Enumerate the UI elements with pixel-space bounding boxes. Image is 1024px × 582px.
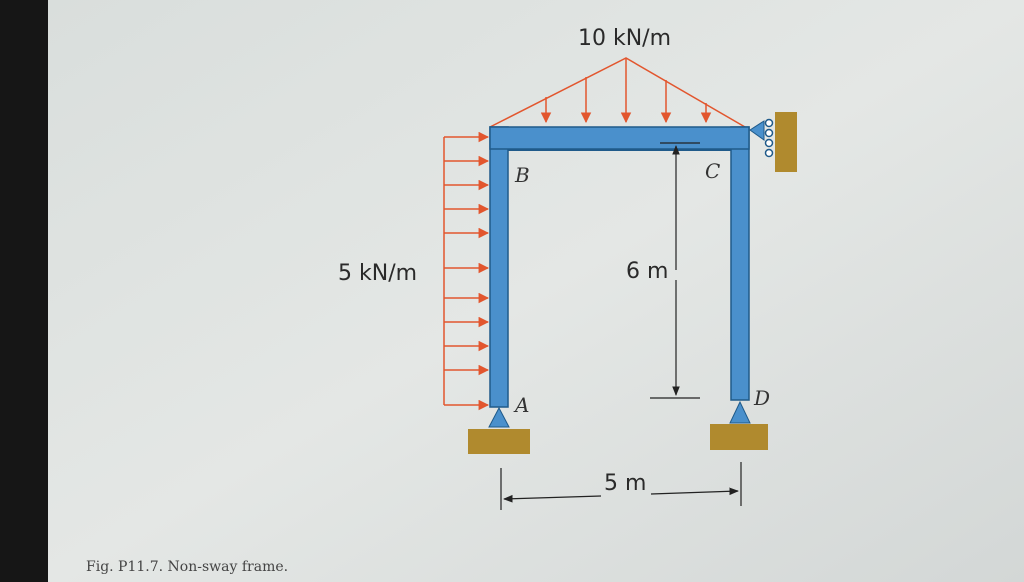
column-cd <box>730 126 750 401</box>
top-load-label: 10 kN/m <box>578 26 671 51</box>
screen-area <box>48 0 1024 582</box>
height-dimension <box>650 142 700 399</box>
roller-support-icon <box>749 112 797 172</box>
beam-bc <box>489 126 750 150</box>
height-label: 6 m <box>626 259 668 284</box>
figure-caption: Fig. P11.7. Non-sway frame. <box>86 559 288 575</box>
node-label-a: A <box>513 393 529 417</box>
frame <box>489 126 750 408</box>
top-distributed-load <box>489 57 746 128</box>
column-ab <box>489 126 509 408</box>
side-distributed-load <box>443 131 490 411</box>
fixed-support-icon <box>710 400 768 450</box>
pin-support-icon <box>468 406 530 454</box>
node-label-d: D <box>753 386 770 410</box>
node-label-b: B <box>514 163 530 187</box>
span-label: 5 m <box>604 471 646 496</box>
span-dimension <box>500 462 742 510</box>
node-label-c: C <box>705 159 720 183</box>
side-load-label: 5 kN/m <box>338 261 417 286</box>
